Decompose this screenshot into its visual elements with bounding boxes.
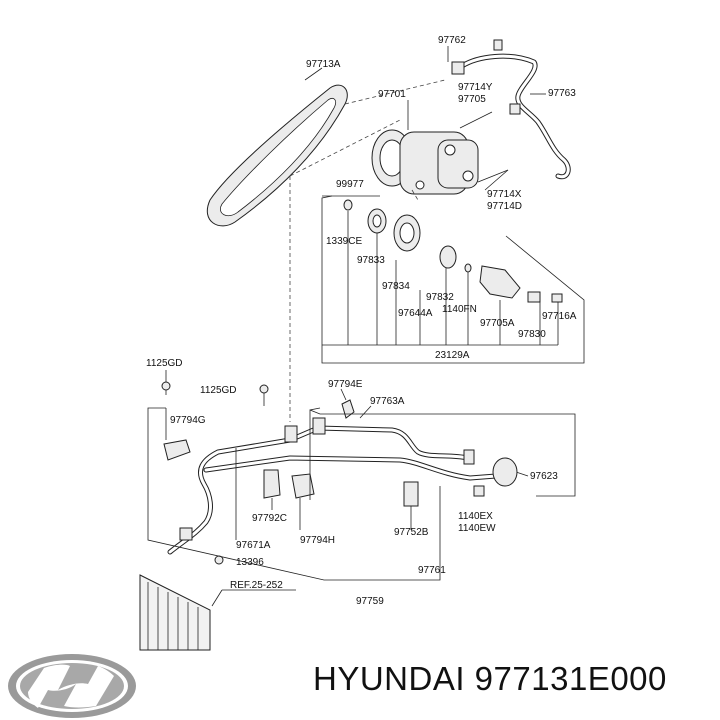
label-97705: 97705 [458,94,486,105]
label-97752B: 97752B [394,527,429,538]
label-97701: 97701 [378,89,406,100]
label-97713A: 97713A [306,59,341,70]
suction-hose [451,39,571,180]
brand-part-number: HYUNDAI 977131E000 [313,660,667,697]
label-1125GD-right: 1125GD [200,385,237,396]
part-labels: 97762 97713A 97701 97714Y 97705 97763 99… [146,35,577,607]
compressor [371,111,509,195]
label-97794H: 97794H [300,535,335,546]
label-97833: 97833 [357,255,385,266]
label-13396: 13396 [236,557,264,568]
label-1125GD-left: 1125GD [146,358,183,369]
label-97705A: 97705A [480,318,515,329]
label-97671A: 97671A [236,540,271,551]
label-23129A: 23129A [435,350,470,361]
lower-leader-box [147,407,576,581]
label-99977: 99977 [336,179,364,190]
discharge-pipe [161,381,518,565]
label-97714D: 97714D [487,201,522,212]
label-1140EW: 1140EW [458,523,496,534]
label-1140EX: 1140EX [458,511,493,522]
hyundai-logo [8,654,136,718]
label-97832: 97832 [426,292,454,303]
label-1140FN: 1140FN [442,304,477,315]
label-97714X: 97714X [487,189,522,200]
label-97792C: 97792C [252,513,287,524]
label-97759: 97759 [356,596,384,607]
label-97763: 97763 [548,88,576,99]
label-97834: 97834 [382,281,410,292]
label-97644A: 97644A [398,308,433,319]
drive-belt [206,84,348,227]
label-97716A: 97716A [542,311,577,322]
label-97763A: 97763A [370,396,405,407]
label-97794E: 97794E [328,379,363,390]
label-ref-25-252: REF.25-252 [230,580,283,591]
dashed-leaders [289,79,446,422]
label-1339CE: 1339CE [326,236,362,247]
clutch-bracket-box [321,195,585,364]
label-leaders [165,46,546,477]
label-97794G: 97794G [170,415,206,426]
clutch-parts [343,199,563,303]
label-97761: 97761 [418,565,446,576]
condenser [139,574,296,651]
label-97762: 97762 [438,35,466,46]
label-97714Y: 97714Y [458,82,493,93]
label-97830: 97830 [518,329,546,340]
label-97623: 97623 [530,471,558,482]
